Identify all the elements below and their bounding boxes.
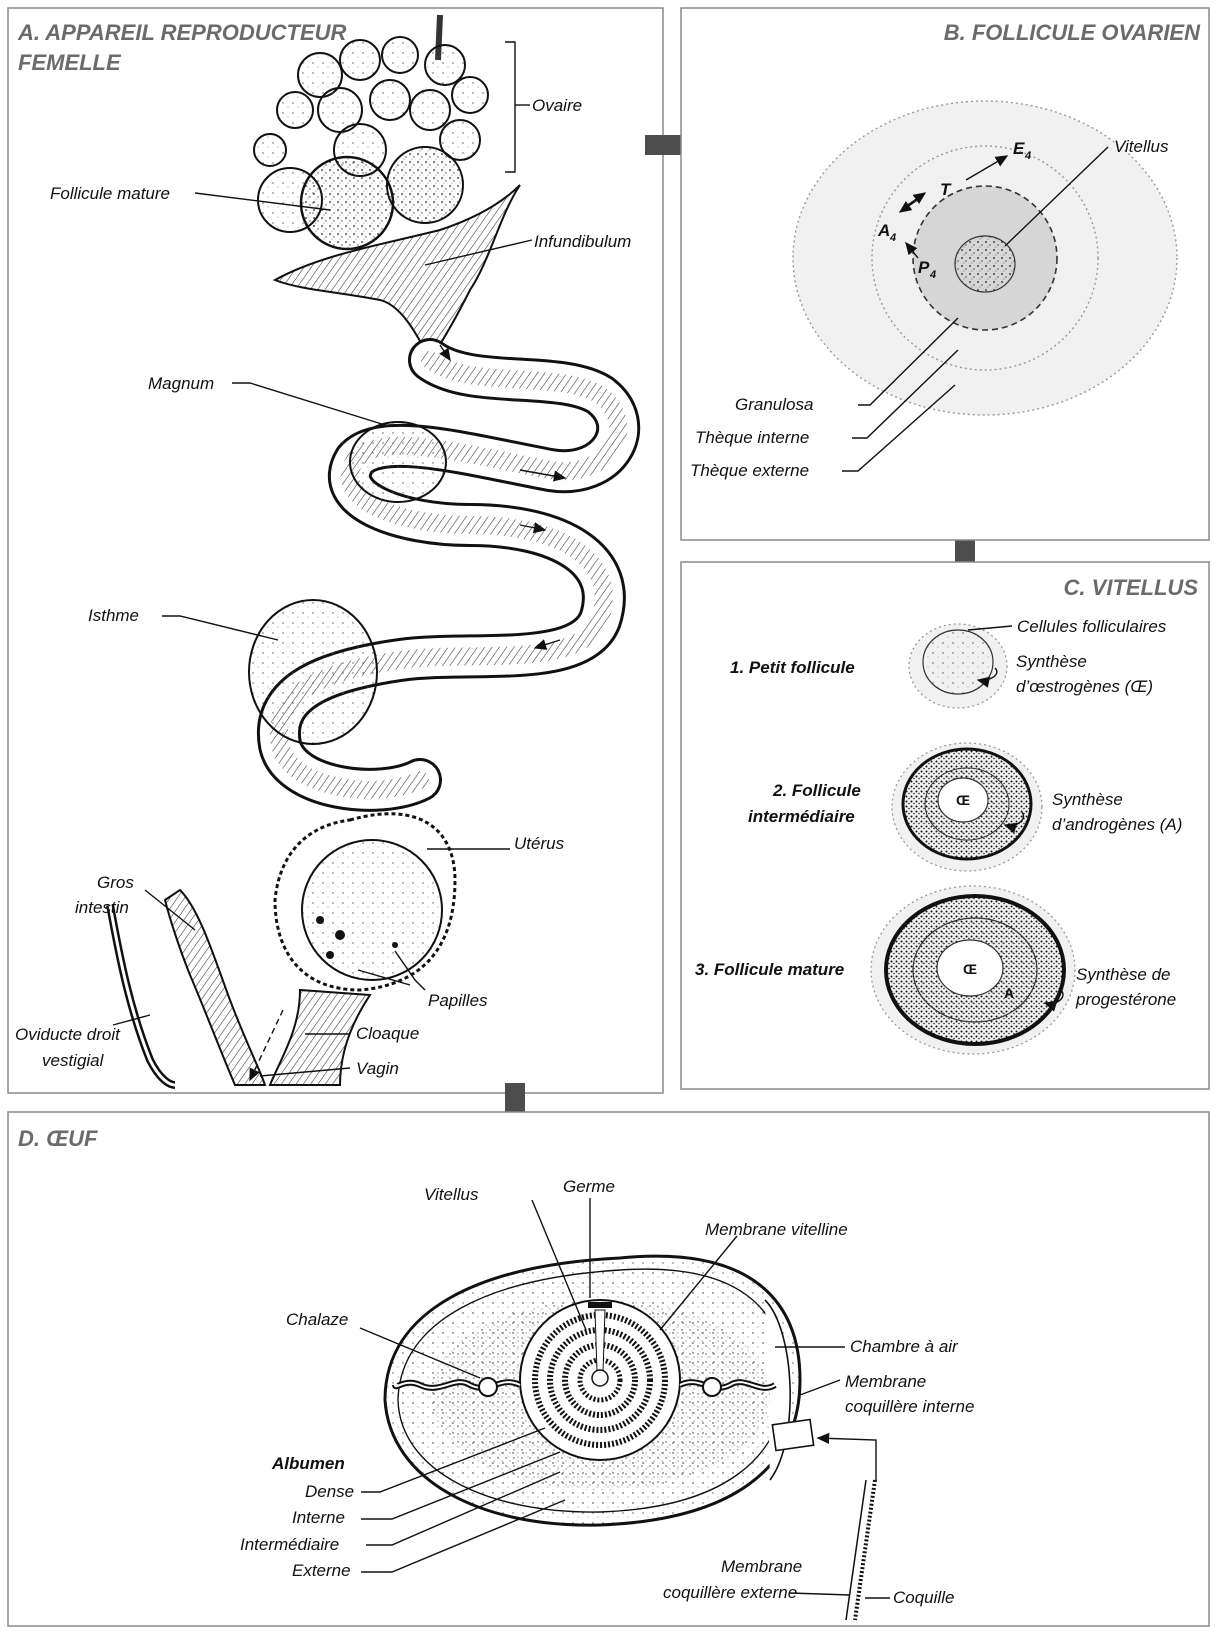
hormone-t: T (940, 180, 952, 199)
label-coquille: Coquille (893, 1588, 954, 1607)
label-magnum: Magnum (148, 374, 214, 393)
label-oviducte-2: vestigial (42, 1051, 105, 1070)
label-synth1-1: Synthèse (1016, 652, 1087, 671)
label-chalaze: Chalaze (286, 1310, 348, 1329)
label-isthme: Isthme (88, 606, 139, 625)
label-uterus: Utérus (514, 834, 565, 853)
hormone-e: E (1013, 139, 1025, 158)
stage3-oe-mark: Œ (963, 961, 977, 977)
panel-c: C. VITELLUS 1. Petit follicule Cellules … (681, 562, 1209, 1089)
hormone-a: A (877, 221, 890, 240)
label-vitellus-d: Vitellus (424, 1185, 479, 1204)
label-ovaire: Ovaire (532, 96, 582, 115)
stage2-oe-mark: Œ (956, 792, 970, 808)
label-intestin: intestin (75, 898, 129, 917)
label-germe: Germe (563, 1177, 615, 1196)
label-gros: Gros (97, 873, 134, 892)
label-synth2-2: d’androgènes (A) (1052, 815, 1182, 834)
label-intermediaire: Intermédiaire (240, 1535, 339, 1554)
label-albumen: Albumen (271, 1454, 345, 1473)
label-follicule-mature: Follicule mature (50, 184, 170, 203)
label-theque-externe: Thèque externe (690, 461, 809, 480)
panel-b: B. FOLLICULE OVARIEN Vitellus E 4 T A 4 … (681, 8, 1209, 540)
stage3-a-mark: A (1004, 985, 1014, 1001)
panel-c-title: C. VITELLUS (1064, 575, 1199, 600)
label-papilles: Papilles (428, 991, 488, 1010)
label-cellules: Cellules folliculaires (1017, 617, 1167, 636)
label-theque-interne: Thèque interne (695, 428, 809, 447)
hormone-p: P (918, 258, 930, 277)
label-stage2-2: intermédiaire (748, 807, 855, 826)
panel-a-title-line2: FEMELLE (18, 50, 122, 75)
panel-b-title: B. FOLLICULE OVARIEN (944, 20, 1201, 45)
label-infundibulum: Infundibulum (534, 232, 631, 251)
label-cloaque: Cloaque (356, 1024, 419, 1043)
label-membrane-interne-2: coquillère interne (845, 1397, 974, 1416)
label-synth2-1: Synthèse (1052, 790, 1123, 809)
label-dense: Dense (305, 1482, 354, 1501)
label-vitellus-b: Vitellus (1114, 137, 1169, 156)
label-chambre-air: Chambre à air (850, 1337, 959, 1356)
panel-d: D. ŒUF Vitellus (8, 1112, 1209, 1626)
label-membrane-vitelline: Membrane vitelline (705, 1220, 848, 1239)
label-externe: Externe (292, 1561, 351, 1580)
label-synth1-2: d’œstrogènes (Œ) (1016, 677, 1153, 696)
label-interne: Interne (292, 1508, 345, 1527)
hormone-a-sub: 4 (889, 232, 896, 244)
label-membrane-externe-2: coquillère externe (663, 1583, 797, 1602)
panel-d-title: D. ŒUF (18, 1126, 98, 1151)
label-synth3-1: Synthèse de (1076, 965, 1171, 984)
stage1-vitellus (923, 630, 993, 694)
hormone-e-sub: 4 (1024, 150, 1031, 162)
label-stage1: 1. Petit follicule (730, 658, 855, 677)
panel-a: A. APPAREIL REPRODUCTEUR FEMELLE (8, 8, 663, 1093)
label-stage3: 3. Follicule mature (695, 960, 844, 979)
label-vagin: Vagin (356, 1059, 399, 1078)
label-synth3-2: progestérone (1075, 990, 1176, 1009)
panel-a-title: A. APPAREIL REPRODUCTEUR (17, 20, 347, 45)
hormone-p-sub: 4 (929, 269, 936, 281)
label-membrane-interne-1: Membrane (845, 1372, 926, 1391)
label-membrane-externe-1: Membrane (721, 1557, 802, 1576)
label-oviducte-1: Oviducte droit (15, 1025, 121, 1044)
label-granulosa: Granulosa (735, 395, 813, 414)
label-stage2-1: 2. Follicule (772, 781, 861, 800)
